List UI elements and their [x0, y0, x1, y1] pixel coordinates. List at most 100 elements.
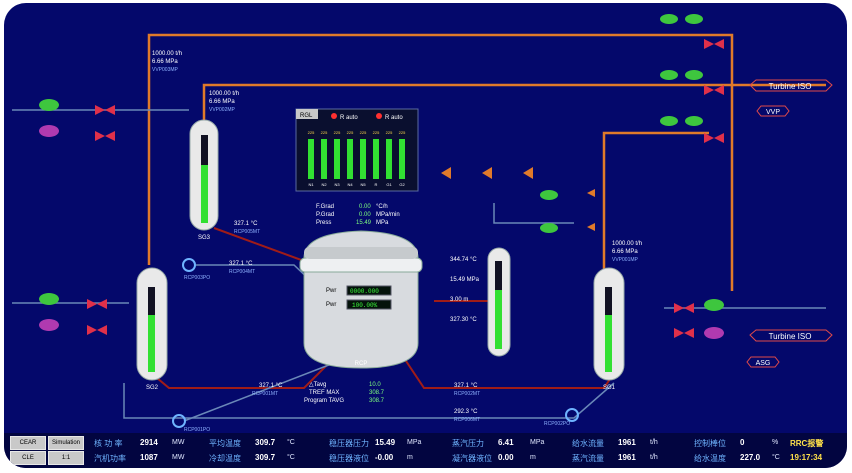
status-unit: t/h	[650, 439, 658, 446]
status-label: 平均温度	[209, 439, 241, 448]
rrc-alarm-label[interactable]: RRC报警	[790, 439, 824, 448]
status-value: 309.7	[255, 453, 276, 462]
control-valves	[39, 14, 724, 339]
sg-top-left-readout1: 1000.00 t/h	[152, 51, 182, 57]
turbine-iso-right-label[interactable]: Turbine ISO	[769, 332, 812, 341]
rgl-rod-bar	[321, 139, 327, 179]
press-value: 15.49	[356, 220, 372, 226]
status-button-cle[interactable]: CLE	[10, 451, 46, 465]
status-label: 核 功 率	[94, 439, 123, 448]
rgl-bank-label: N5	[360, 182, 366, 187]
status-label: 凝汽器液位	[452, 454, 492, 463]
turbine-iso-top-label[interactable]: Turbine ISO	[769, 82, 812, 91]
press-unit: MPa	[376, 220, 389, 226]
rgl-bank-value: 225	[360, 130, 367, 135]
status-value: 2914	[140, 438, 158, 447]
p-grad-unit: MPa/min	[376, 212, 400, 218]
status-unit: MPa	[530, 439, 545, 446]
sg3-tag: RCP005MT	[234, 229, 260, 235]
pwr2-value: 100.00%	[352, 302, 378, 309]
rgl-bank-value: 225	[386, 130, 393, 135]
rgl-bank-value: 225	[321, 130, 328, 135]
pwr-label: Pwr	[326, 288, 336, 294]
process-labels: Turbine ISO Turbine ISO VVP ASG SG3 SG2 …	[146, 51, 812, 433]
status-unit: m	[407, 454, 413, 461]
status-unit: MPa	[407, 439, 422, 446]
steam-generator-sg3	[189, 119, 219, 231]
sg1-tag: VVP001MP	[612, 257, 639, 263]
status-value: 6.41	[498, 438, 514, 447]
p-grad-value: 0.00	[359, 212, 371, 218]
pump-symbols	[172, 258, 579, 428]
cold-lines	[12, 109, 826, 422]
status-value: 227.0	[740, 453, 761, 462]
status-label: 冷却温度	[209, 454, 241, 463]
safety-valves	[441, 167, 595, 231]
status-button-simulation[interactable]: Simulation	[48, 436, 84, 450]
status-unit: MW	[172, 454, 185, 461]
rgl-rod-bar	[373, 139, 379, 179]
rgl-rod-bar	[360, 139, 366, 179]
rcp-pump-002-label: RCP002PO	[544, 421, 570, 427]
rcp-center-right-tag: RCP006MT	[454, 417, 480, 423]
f-grad-value: 0.00	[359, 204, 371, 210]
asg-label[interactable]: ASG	[756, 360, 771, 367]
status-unit: t/h	[650, 454, 658, 461]
pwr-value: 0000.000	[350, 288, 379, 295]
vvp-label[interactable]: VVP	[766, 109, 780, 116]
tavg-value: 10.0	[369, 382, 381, 388]
rgl-rod-bar	[386, 139, 392, 179]
steam-lines	[147, 33, 826, 291]
tavg-label: △Tavg	[309, 382, 326, 388]
rcp-bottom-left-temp: 327.1 °C	[259, 383, 283, 389]
valves	[87, 39, 724, 338]
rgl-bank-label: G2	[399, 182, 405, 187]
r-auto-indicator	[331, 113, 337, 119]
rgl-bank-value: 225	[308, 130, 315, 135]
sg3-temp: 327.1 °C	[234, 221, 258, 227]
steam-generator-sg1	[593, 267, 625, 381]
rgl-bank-value: 225	[347, 130, 354, 135]
status-unit: °C	[287, 454, 295, 461]
rcp-bottom-left-tag: RCP001MT	[252, 391, 278, 397]
rgl-bank-value: 225	[373, 130, 380, 135]
status-unit: °C	[772, 454, 780, 461]
f-grad-label: F.Grad	[316, 204, 334, 210]
rgl-panel	[295, 108, 419, 192]
status-value: 1961	[618, 438, 636, 447]
rgl-bank-value: 225	[334, 130, 341, 135]
status-label: 稳压器液位	[329, 454, 369, 463]
sg-top-left-readout2: 6.66 MPa	[152, 59, 178, 65]
status-unit: °C	[287, 439, 295, 446]
steam-generator-sg2	[136, 267, 168, 381]
rgl-bank-label: N3	[334, 182, 340, 187]
rcp-center-right-temp: 292.3 °C	[454, 409, 478, 415]
pzr-readout2: 15.49 MPa	[450, 277, 480, 283]
rcp-center-left-temp: 327.1 °C	[229, 261, 253, 267]
p-grad-label: P.Grad	[316, 212, 334, 218]
status-label: 稳压器压力	[329, 439, 369, 448]
status-value: 0.00	[498, 453, 514, 462]
rcp-center-left-tag: RCP004MT	[229, 269, 255, 275]
pzr-readout1: 344.74 °C	[450, 257, 477, 263]
status-unit: m	[530, 454, 536, 461]
rcp-bottom-right-tag: RCP002MT	[454, 391, 480, 397]
sg-top-center-tag: VVP002MP	[209, 107, 236, 113]
status-label: 控制棒位	[694, 439, 726, 448]
pwr2-label: Pwr	[326, 302, 336, 308]
status-unit: %	[772, 439, 779, 446]
rcp-pump-003-label: RCP003PO	[184, 275, 210, 281]
program-value: 308.7	[369, 398, 385, 404]
status-button-scale[interactable]: 1:1	[48, 451, 84, 465]
rcp-bottom-right-temp: 327.1 °C	[454, 383, 478, 389]
r-auto-label: R auto	[340, 115, 358, 121]
rcp-pump-001-label: RCP001PO	[184, 427, 210, 433]
rgl-bank-label: N1	[308, 182, 314, 187]
rgl-bank-label: N2	[321, 182, 327, 187]
press-label: Press	[316, 220, 331, 226]
r-auto2-label: R auto	[385, 115, 403, 121]
rgl-rod-bar	[399, 139, 405, 179]
status-value: 1961	[618, 453, 636, 462]
status-button-cear[interactable]: CEAR	[10, 436, 46, 450]
